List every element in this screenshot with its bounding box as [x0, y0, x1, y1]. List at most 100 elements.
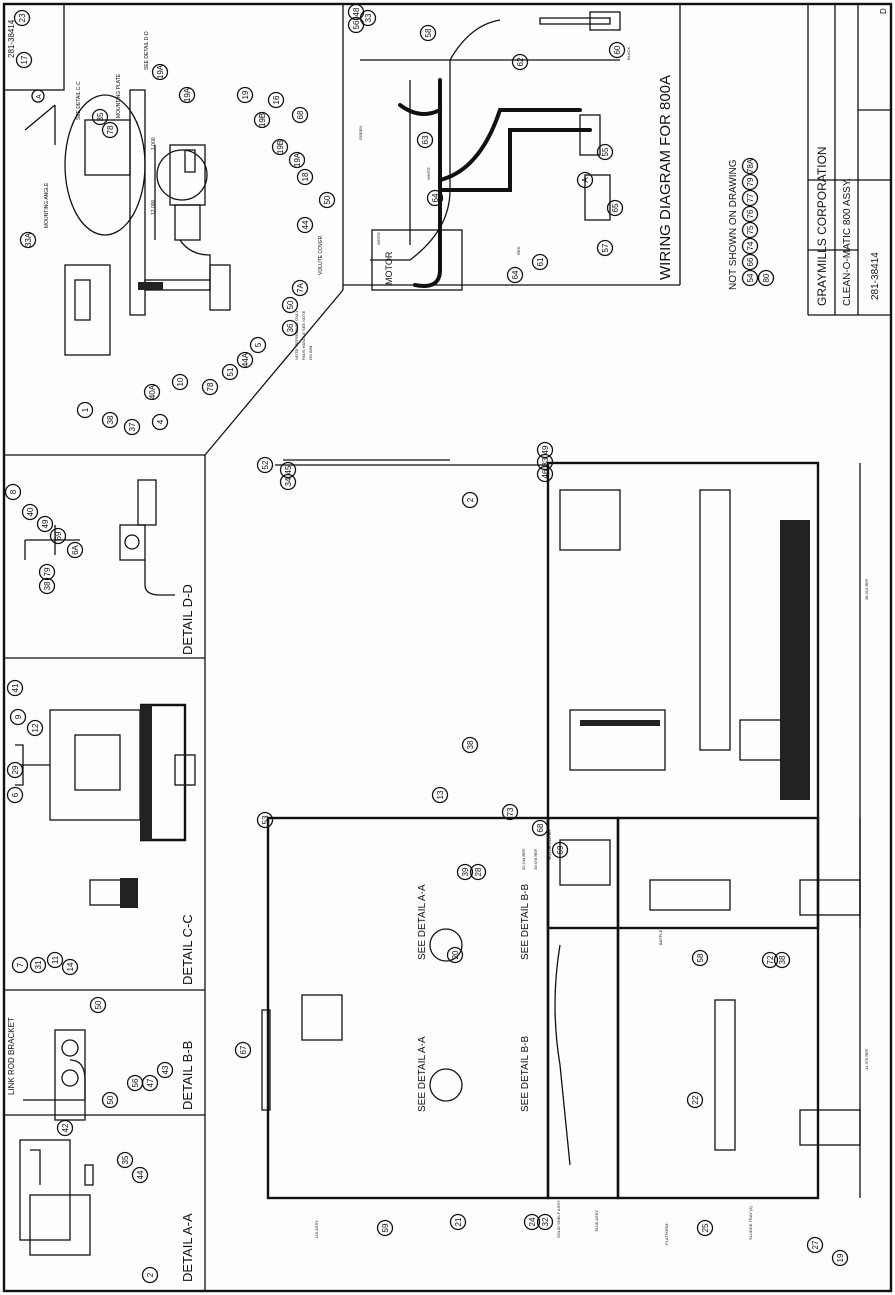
balloon-circle — [741, 205, 759, 223]
balloon-number: 69 — [556, 845, 565, 854]
balloon-number: 64 — [431, 193, 440, 202]
drawing-note: PLATFORM — [664, 1224, 669, 1245]
item-balloon-33a: 33A — [19, 231, 37, 249]
balloon-number: 58 — [424, 28, 433, 37]
item-balloon-20: 20 — [446, 946, 464, 964]
balloon-number: 76 — [746, 209, 755, 218]
balloon-number: 17 — [20, 55, 29, 64]
balloon-number: 25 — [701, 1223, 710, 1232]
balloon-circle — [6, 679, 24, 697]
item-balloon-16: 16 — [267, 91, 285, 109]
item-balloon-10: 10 — [171, 373, 189, 391]
drawing-note: 12.000 — [151, 199, 157, 215]
item-balloon-56: 56 — [126, 1074, 144, 1092]
balloon-circle — [296, 168, 314, 186]
balloon-circle — [831, 1249, 849, 1267]
balloon-circle — [38, 563, 56, 581]
balloon-number: 74 — [746, 241, 755, 250]
drawing-note: NOTE: REFERENCE ONLY — [294, 310, 299, 360]
item-balloon-6: 6 — [6, 786, 24, 804]
balloon-number: 78 — [206, 382, 215, 391]
drawing-note: SEE DETAIL B-B — [520, 1036, 531, 1112]
item-balloon-38: 38 — [773, 951, 791, 969]
company-name: GRAYMILLS CORPORATION — [815, 146, 829, 306]
balloon-circle — [281, 296, 299, 314]
balloon-circle — [256, 811, 274, 829]
item-balloon-8: 8 — [4, 483, 22, 501]
item-balloon-19: 19 — [236, 86, 254, 104]
balloon-circle — [29, 956, 47, 974]
item-balloon-5: 5 — [249, 336, 267, 354]
item-balloon-2: 2 — [141, 1266, 159, 1284]
balloon-number: 62 — [516, 57, 525, 66]
drawing-note: 33.678 REF. — [533, 848, 538, 870]
item-balloon-13: 13 — [431, 786, 449, 804]
balloon-number: 19A — [156, 64, 165, 79]
balloon-number: 69 — [54, 531, 63, 540]
item-balloon-17: 17 — [15, 51, 33, 69]
item-balloon-76: 76 — [741, 205, 759, 223]
balloon-circle — [236, 86, 254, 104]
balloon-circle — [291, 279, 309, 297]
balloon-circle — [66, 541, 84, 559]
balloon-circle — [741, 157, 759, 175]
item-balloon-79: 79 — [741, 173, 759, 191]
balloon-circle — [253, 111, 271, 129]
balloon-number: 19 — [836, 1253, 845, 1262]
balloon-circle — [446, 946, 464, 964]
revision-letter: A — [36, 94, 43, 99]
item-balloon-35: 35 — [91, 108, 109, 126]
balloon-circle — [36, 515, 54, 533]
item-balloon-58: 58 — [419, 24, 437, 42]
balloon-number: 60 — [613, 45, 622, 54]
balloon-number: 40 — [26, 507, 35, 516]
balloon-number: 79 — [43, 567, 52, 576]
balloon-number: 35 — [121, 1155, 130, 1164]
balloon-circle — [531, 819, 549, 837]
item-balloon-1: 1 — [76, 401, 94, 419]
balloon-circle — [696, 1219, 714, 1237]
drawing-note: 32.244 REF. — [521, 848, 526, 870]
balloon-circle — [536, 453, 554, 471]
balloon-circle — [449, 1213, 467, 1231]
balloon-number: 24 — [528, 1217, 537, 1226]
balloon-number: 51 — [226, 367, 235, 376]
balloon-number: 21 — [454, 1217, 463, 1226]
balloon-number: 33 — [541, 457, 550, 466]
item-balloon-9: 9 — [9, 708, 27, 726]
wiring-diagram-title: WIRING DIAGRAM FOR 800A — [657, 75, 674, 280]
balloon-number: 72 — [766, 955, 775, 964]
balloon-number: 28 — [474, 867, 483, 876]
balloon-circle — [523, 1213, 541, 1231]
balloon-number: 29 — [11, 765, 20, 774]
balloon-number: 23 — [18, 13, 27, 22]
balloon-number: 2 — [146, 1272, 155, 1277]
item-balloon-52: 52 — [256, 456, 274, 474]
drawing-number: 281-38414 — [870, 252, 881, 300]
balloon-circle — [291, 106, 309, 124]
balloon-number: 9 — [14, 714, 23, 719]
title-block: GRAYMILLS CORPORATION CLEAN-O-MATIC 800 … — [808, 4, 891, 315]
balloon-circle — [288, 151, 306, 169]
item-balloon-60: 60 — [608, 41, 626, 59]
balloon-number: 43 — [161, 1065, 170, 1074]
balloon-circle — [359, 9, 377, 27]
balloon-number: 63 — [421, 135, 430, 144]
item-balloon-44: 44 — [296, 216, 314, 234]
balloon-circle — [19, 231, 37, 249]
balloon-circle — [596, 143, 614, 161]
drawing-note: SLUDGE TRAY (3) — [748, 1206, 753, 1240]
item-balloon-22: 22 — [686, 1091, 704, 1109]
balloon-circle — [46, 951, 64, 969]
item-balloon-62: 62 — [511, 53, 529, 71]
balloon-number: 13 — [436, 790, 445, 799]
balloon-number: 50 — [106, 1095, 115, 1104]
item-balloon-50: 50 — [101, 1091, 119, 1109]
balloon-circle — [279, 473, 297, 491]
item-balloon-57: 57 — [596, 239, 614, 257]
drawing-note: MOUNTING PLATE — [116, 73, 122, 118]
item-balloon-54: 54 — [741, 269, 759, 287]
item-balloon-77: 77 — [741, 189, 759, 207]
